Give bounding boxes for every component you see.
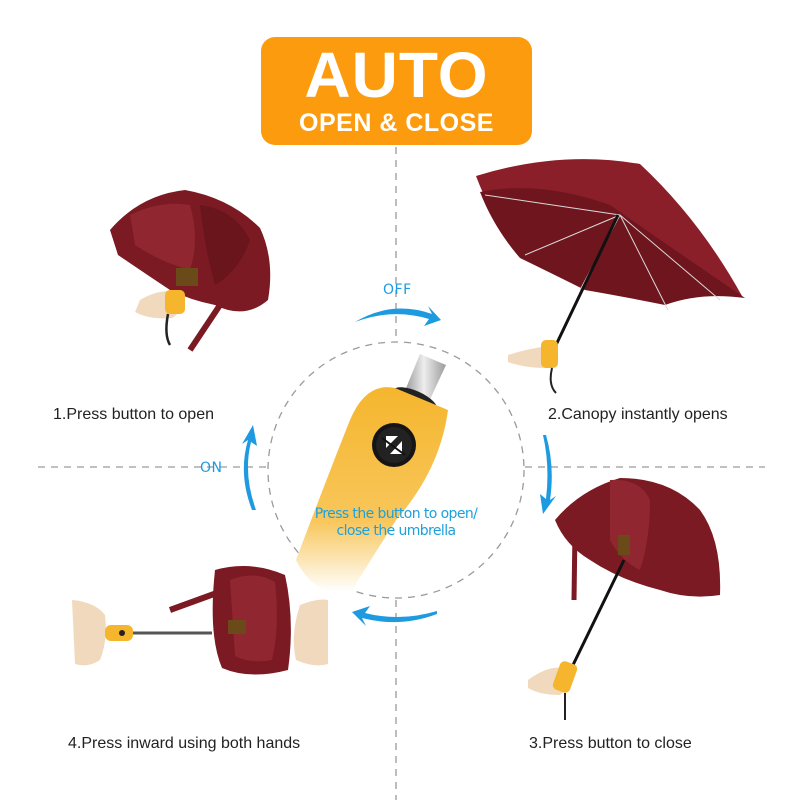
step4-label: 4.Press inward using both hands [68,735,301,752]
center-dashed-circle [267,341,525,599]
cycle-arrows [242,306,556,626]
on-label: ON [200,460,223,476]
step2-label: 2.Canopy instantly opens [548,406,728,423]
off-label: OFF [383,282,412,298]
step1-label: 1.Press button to open [53,406,214,423]
divider-lines [38,147,765,800]
handle-closeup [296,354,448,592]
step4-umbrella-image [72,566,328,675]
center-caption-line1: Press the button to open/ [314,506,478,522]
step3-label: 3.Press button to close [529,735,692,752]
banner-title: AUTO [304,39,489,111]
step1-umbrella-image [110,190,271,352]
center-caption: Press the button to open/ close the umbr… [296,506,496,540]
center-caption-line2: close the umbrella [336,523,457,539]
step2-umbrella-image [476,159,745,394]
step3-umbrella-image [528,478,721,720]
auto-open-close-banner: AUTO OPEN & CLOSE [261,37,532,145]
banner-subtitle: OPEN & CLOSE [299,109,494,137]
